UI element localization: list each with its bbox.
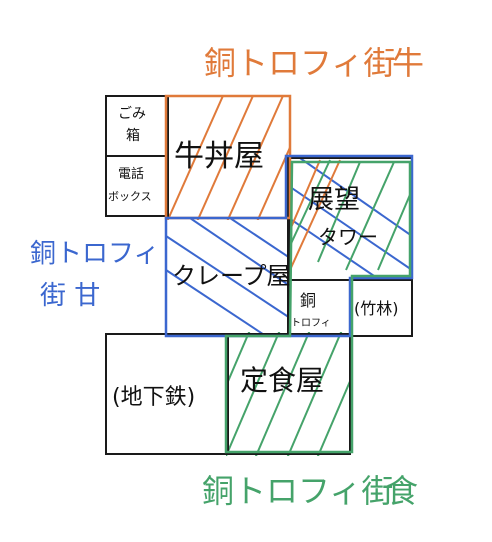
- bronze-trophy-label: 銅: [300, 291, 316, 310]
- gyudon-shop-label: 牛丼屋: [174, 139, 264, 174]
- tower-hatching: [288, 158, 412, 280]
- crepe-shop-label: クレープ屋: [172, 262, 291, 290]
- blue-hatching: [166, 218, 290, 336]
- bamboo-grove-label: (竹林): [354, 299, 399, 318]
- green-street-name: 銅トロフィ街 食: [202, 472, 418, 510]
- subway-label: (地下鉄): [112, 385, 195, 410]
- green-hatching: [226, 332, 352, 456]
- svg-text:銅トロフィ: 銅トロフィ: [30, 239, 159, 269]
- tower-label-2: タワー: [318, 225, 378, 249]
- orange-hatching: [166, 96, 290, 220]
- orange-street-outline: [164, 94, 292, 220]
- teishoku-shop-label: 定食屋: [240, 364, 324, 397]
- trash-bin-label: ごみ: [118, 106, 146, 122]
- phone-box-label-2: ボックス: [108, 190, 152, 203]
- orange-street-name: 銅トロフィ街 牛: [204, 44, 424, 82]
- svg-text:食: 食: [386, 472, 418, 510]
- tower-label: 展望: [308, 185, 360, 215]
- trash-bin-label-2: 箱: [126, 128, 140, 144]
- phone-box-label: 電話: [118, 166, 144, 182]
- green-street-outline: [224, 160, 412, 454]
- blue-street-name: 銅トロフィ 街 甘: [30, 239, 159, 311]
- bronze-trophy-label-2: トロフィ: [291, 318, 331, 329]
- svg-text:牛: 牛: [392, 44, 424, 82]
- svg-text:銅トロフィ街: 銅トロフィ街: [204, 44, 395, 82]
- svg-text:街 甘: 街 甘: [40, 281, 100, 311]
- svg-text:銅トロフィ街: 銅トロフィ街: [202, 472, 393, 510]
